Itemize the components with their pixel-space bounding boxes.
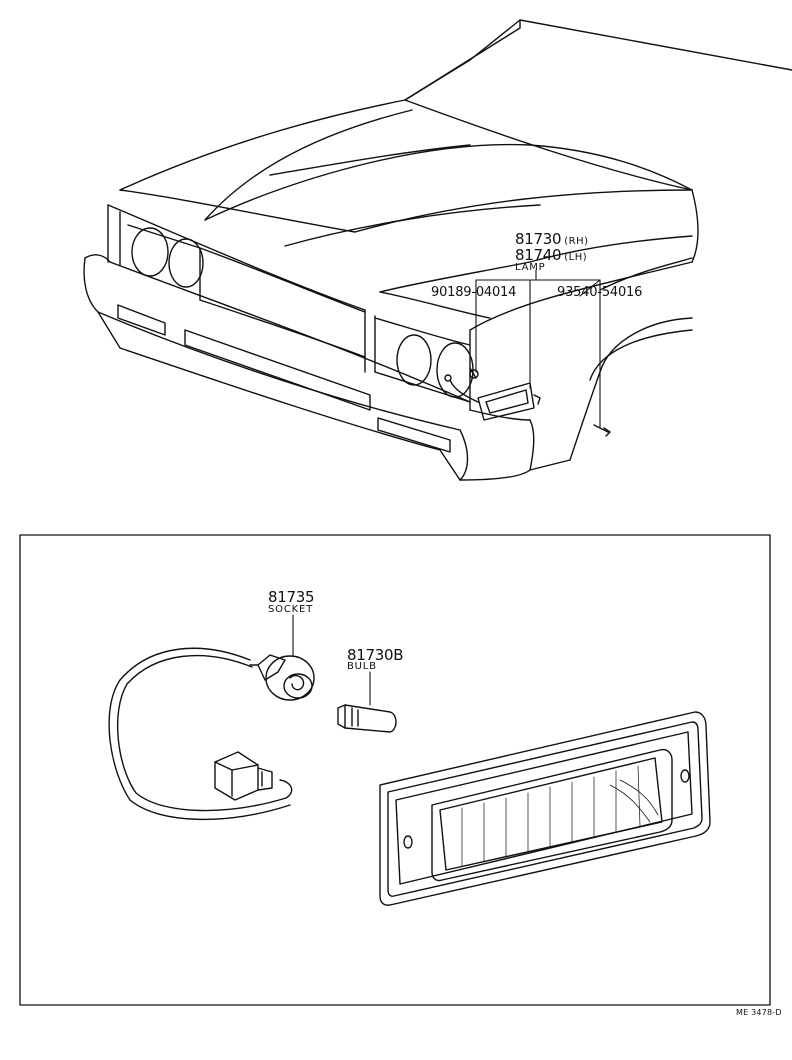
lamp-lh-suffix: (LH) [564, 252, 588, 263]
label-part-right: 93540-54016 [557, 285, 643, 300]
lamp-lh-number: 81740 [515, 246, 562, 264]
lamp-rh-suffix: (RH) [564, 236, 589, 247]
label-bulb-word: BULB [347, 661, 377, 672]
label-bulb-number: 81730B [347, 646, 404, 664]
label-lamp-rh: 81730(RH) [515, 232, 589, 247]
label-lamp-lh: 81740(LH) [515, 248, 587, 263]
socket-assembly [108, 647, 315, 821]
exploded-view-frame [19, 534, 771, 1006]
car-front-illustration [83, 19, 792, 481]
lamp-housing [379, 711, 711, 906]
bulb [337, 704, 397, 733]
drawing-reference: ME 3478-D [736, 1008, 782, 1017]
label-socket-word: SOCKET [268, 604, 313, 615]
label-part-left: 90189-04014 [431, 285, 517, 300]
label-lamp-word: LAMP [515, 262, 546, 273]
lamp-rh-number: 81730 [515, 230, 562, 248]
label-socket-number: 81735 [268, 588, 315, 606]
leader-lines-upper [475, 269, 601, 429]
